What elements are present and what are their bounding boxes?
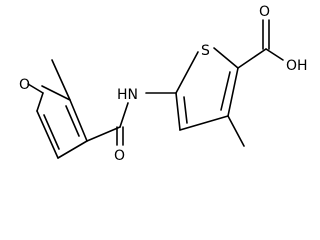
bond-c3-c4 bbox=[36, 110, 59, 159]
bond-c4-c5 bbox=[57, 140, 88, 159]
bond-c6-o1 bbox=[41, 85, 71, 101]
bond-carbonyl-n bbox=[119, 102, 129, 128]
amide-nh-label: HN bbox=[117, 87, 138, 103]
bond-c3-c2 bbox=[227, 67, 239, 117]
bond-c6-methyl bbox=[51, 59, 71, 101]
bond-ring-carbonyl bbox=[86, 126, 121, 142]
bond-c2-s bbox=[213, 47, 239, 69]
molecule-diagram: O HN O S O OH bbox=[19, 4, 308, 164]
bond-c5-c4 bbox=[175, 92, 181, 131]
bond-c2-carboxyl bbox=[237, 48, 267, 69]
bond-c2-c3 bbox=[36, 92, 44, 112]
bond-c3-c2-inner bbox=[220, 71, 231, 111]
structure-svg: O HN O S O OH bbox=[19, 4, 308, 164]
thiophene-sulfur-label: S bbox=[201, 43, 210, 59]
furan-ring bbox=[27, 59, 88, 159]
amide-oxygen-label: O bbox=[114, 148, 125, 164]
amide-group bbox=[86, 92, 177, 146]
bond-c4-c3 bbox=[179, 115, 229, 131]
acid-hydroxyl-label: OH bbox=[286, 58, 308, 74]
bond-c5-c4-inner bbox=[183, 96, 188, 124]
bond-c3-c4-inner bbox=[43, 114, 60, 150]
carboxylic-acid bbox=[237, 19, 284, 69]
bond-c5-c6-inner bbox=[65, 105, 80, 137]
bond-c3-methyl bbox=[227, 115, 245, 147]
bond-carboxyl-oh bbox=[265, 48, 284, 61]
furan-oxygen-label: O bbox=[19, 77, 30, 93]
bond-s-c5 bbox=[175, 51, 199, 94]
acid-carbonyl-oxygen-label: O bbox=[259, 4, 270, 20]
bond-c5-c6 bbox=[69, 99, 88, 142]
bond-o1-c2 bbox=[27, 83, 44, 94]
thiophene-ring bbox=[175, 47, 245, 147]
